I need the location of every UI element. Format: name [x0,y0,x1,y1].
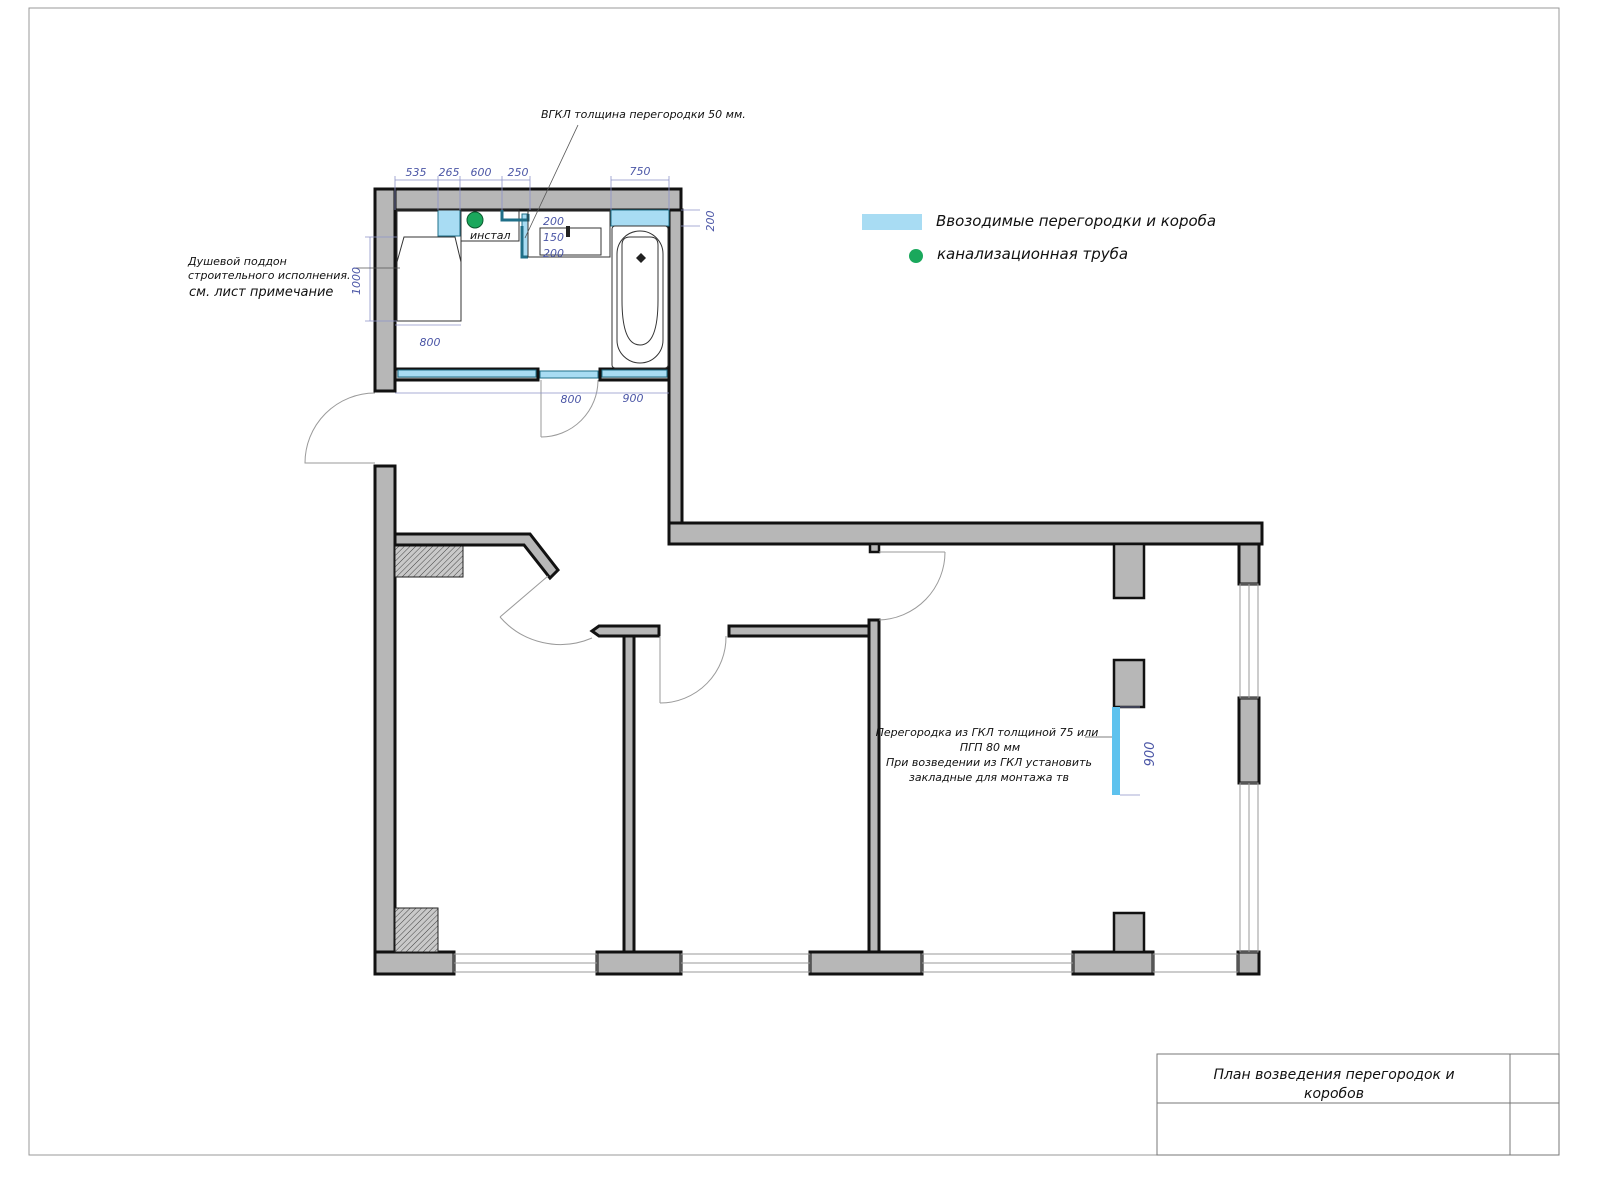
dim-150: 150 [543,231,564,244]
note-partition-1: Перегородка из ГКЛ толщиной 75 или [876,726,1099,739]
title-line-1: План возведения перегородок и [1213,1067,1454,1083]
dimension-lines [356,124,1140,796]
dim-535: 535 [406,166,427,179]
note-vgkl: ВГКЛ толщина перегородки 50 мм. [541,108,746,121]
interior-partitions [393,367,881,954]
dim-200-a: 200 [543,215,564,228]
dim-800-door: 800 [561,393,582,406]
title-block: План возведения перегородок и коробов [1156,1053,1560,1156]
legend-swatch-pipe [909,249,923,263]
new-partitions [397,209,1120,795]
note-install: инстал [470,229,511,242]
dim-250: 250 [508,166,529,179]
dim-600: 600 [471,166,492,179]
sewer-pipe-marker [466,211,484,229]
exterior-walls [373,187,1264,976]
dim-900-door: 900 [623,392,644,405]
title-line-2: коробов [1304,1086,1364,1102]
windows [453,583,1259,973]
dim-1000: 1000 [350,267,363,295]
note-partition-3: При возведении из ГКЛ установить [886,756,1092,769]
doors [304,379,946,704]
note-partition-4: закладные для монтажа тв [909,771,1069,784]
note-shower-1: Душевой поддон [187,255,287,268]
dim-900-partition: 900 [1143,742,1158,767]
dimension-labels: 535 265 600 250 750 200 200 150 200 1000… [350,165,1158,766]
ventilation-shafts [394,543,464,953]
note-shower-3: см. лист примечание [189,285,333,300]
legend: Ввозодимые перегородки и короба канализа… [862,212,1216,263]
dim-750: 750 [630,165,651,178]
legend-swatch-partitions [862,214,922,230]
bathroom-fixtures [396,209,669,369]
annotations: ВГКЛ толщина перегородки 50 мм. Душевой … [187,108,1098,784]
columns [868,542,1146,954]
legend-label-pipe: канализационная труба [937,245,1128,263]
dim-200-right: 200 [704,211,717,232]
sheet-frame [28,7,1560,1156]
legend-label-partitions: Ввозодимые перегородки и короба [936,212,1216,230]
note-partition-2: ПГП 80 мм [960,741,1020,754]
dim-200-b: 200 [543,247,564,260]
dim-265: 265 [439,166,460,179]
note-shower-2: строительного исполнения. [188,269,351,282]
dim-800-shower: 800 [420,336,441,349]
